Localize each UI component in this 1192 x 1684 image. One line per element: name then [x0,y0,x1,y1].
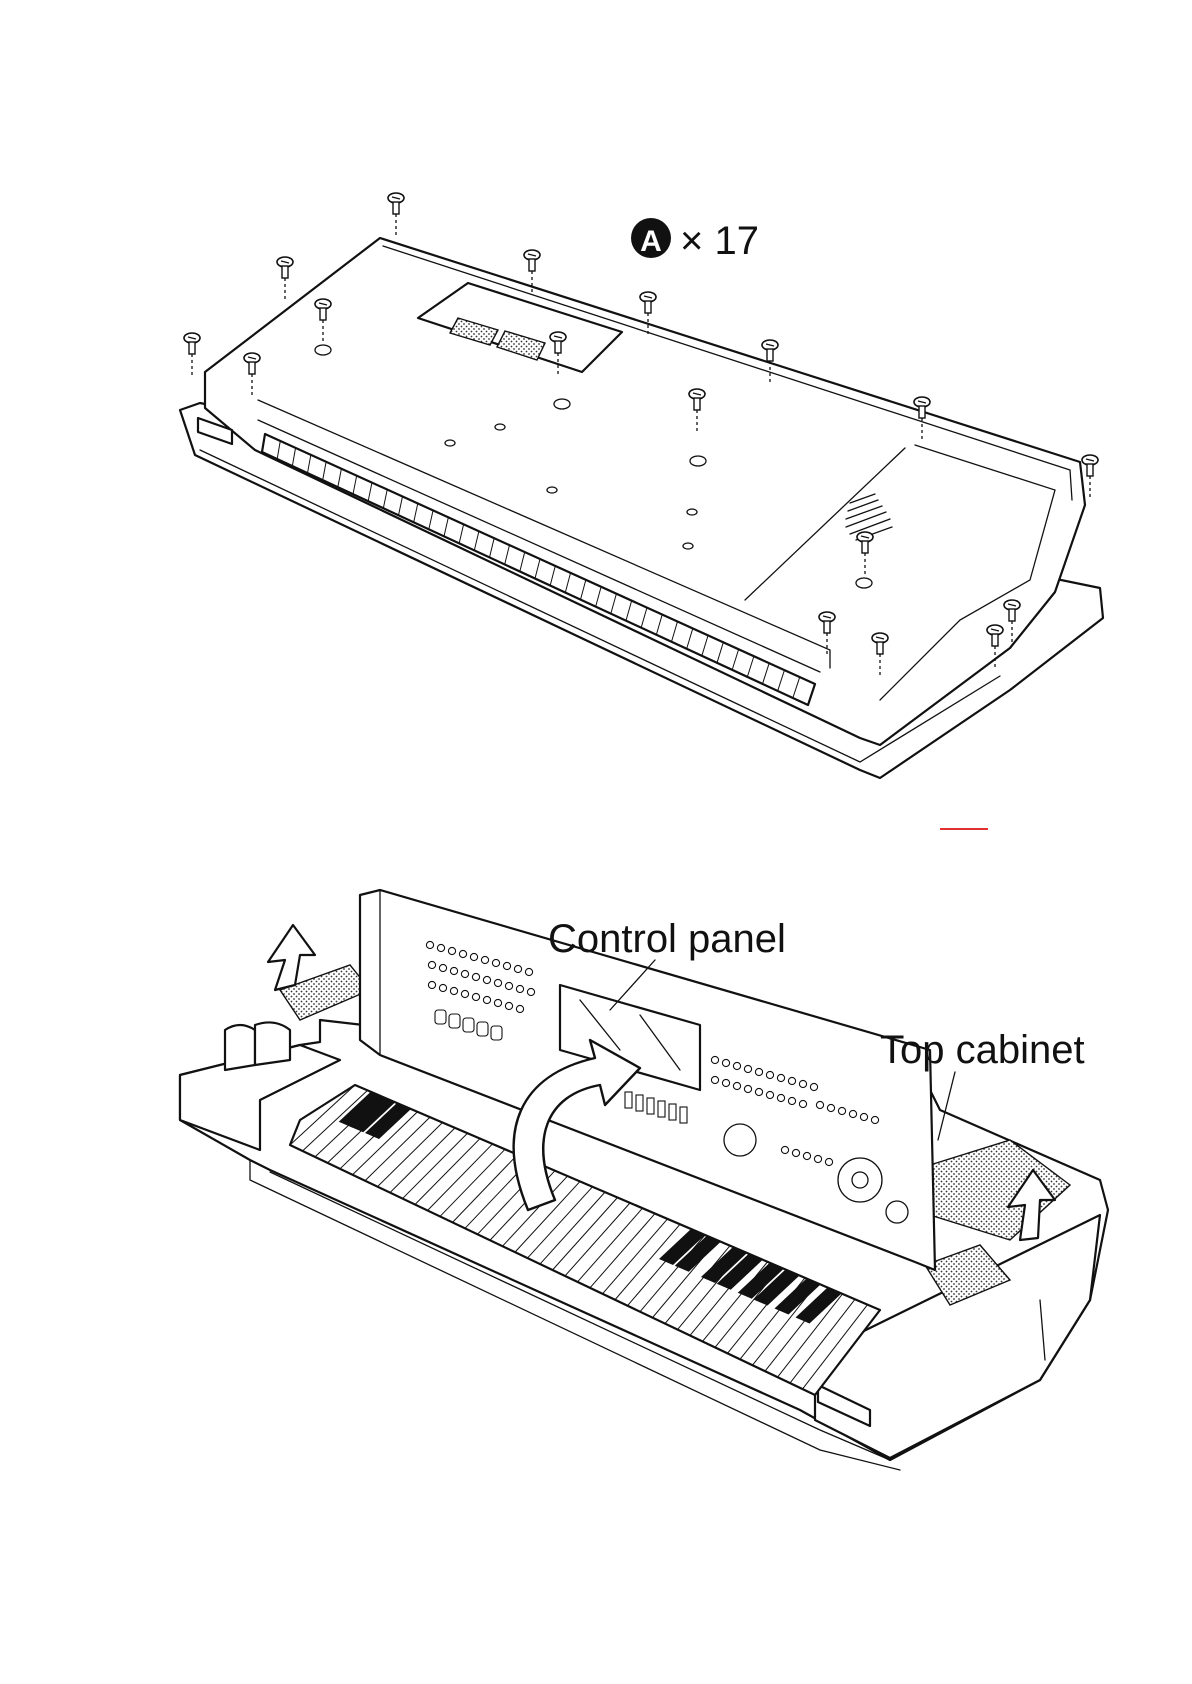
panel-button [733,1062,740,1069]
panel-button [766,1091,773,1098]
panel-button [428,981,435,988]
panel-button [799,1100,806,1107]
panel-button [755,1088,762,1095]
panel-button [481,956,488,963]
panel-button [799,1080,806,1087]
panel-button [514,965,521,972]
panel-slider-button [680,1107,687,1123]
panel-button [448,947,455,954]
mod-wheel [255,1022,290,1065]
panel-button [426,941,433,948]
panel-slider-button [647,1098,654,1114]
panel-button [788,1097,795,1104]
panel-button [722,1059,729,1066]
screw-icon [388,193,404,238]
panel-button [439,984,446,991]
panel-button [792,1149,799,1156]
panel-button [744,1085,751,1092]
control-panel-label: Control panel [548,917,786,961]
panel-button [825,1158,832,1165]
panel-slider-button [636,1095,643,1111]
panel-button [849,1110,856,1117]
panel-button [472,973,479,980]
panel-button [711,1056,718,1063]
panel-button [788,1077,795,1084]
panel-button [503,962,510,969]
screw-count-callout: A × 17 [631,218,759,263]
bottom-cover-figure: A × 17 [180,193,1103,829]
panel-pad [491,1026,502,1040]
panel-button [777,1094,784,1101]
panel-pad [477,1022,488,1036]
pitch-wheel [225,1025,255,1070]
panel-button [450,967,457,974]
panel-button [744,1065,751,1072]
panel-button [494,979,501,986]
panel-button [827,1104,834,1111]
panel-button [483,976,490,983]
panel-button [492,959,499,966]
panel-button [803,1152,810,1159]
panel-button [516,1005,523,1012]
panel-button [437,944,444,951]
panel-button [860,1113,867,1120]
panel-button [755,1068,762,1075]
panel-button [871,1116,878,1123]
panel-button [483,996,490,1003]
panel-button [439,964,446,971]
panel-button [461,990,468,997]
panel-slider-button [669,1104,676,1120]
screw-count-label: × 17 [680,219,759,263]
panel-button [781,1146,788,1153]
panel-button [505,1002,512,1009]
panel-button [428,961,435,968]
panel-pad [435,1010,446,1024]
panel-slider-button [658,1101,665,1117]
panel-button [816,1101,823,1108]
screw-symbol: A [640,225,662,258]
panel-pad [463,1018,474,1032]
panel-button [733,1082,740,1089]
panel-button [459,950,466,957]
panel-button [766,1071,773,1078]
panel-button [516,985,523,992]
panel-button [505,982,512,989]
panel-button [777,1074,784,1081]
screw-icon [277,257,293,302]
top-cabinet-label: Top cabinet [880,1028,1085,1072]
panel-button [527,988,534,995]
panel-button [838,1107,845,1114]
screw-icon [184,333,200,378]
panel-button [525,968,532,975]
panel-button [472,993,479,1000]
panel-slider-button [625,1092,632,1108]
panel-pad [449,1014,460,1028]
panel-button [494,999,501,1006]
panel-button [810,1083,817,1090]
panel-button [814,1155,821,1162]
panel-button [722,1079,729,1086]
control-panel-figure: Control panel Top cabinet [180,890,1108,1470]
panel-button [470,953,477,960]
panel-button [450,987,457,994]
panel-button [461,970,468,977]
panel-button [711,1076,718,1083]
